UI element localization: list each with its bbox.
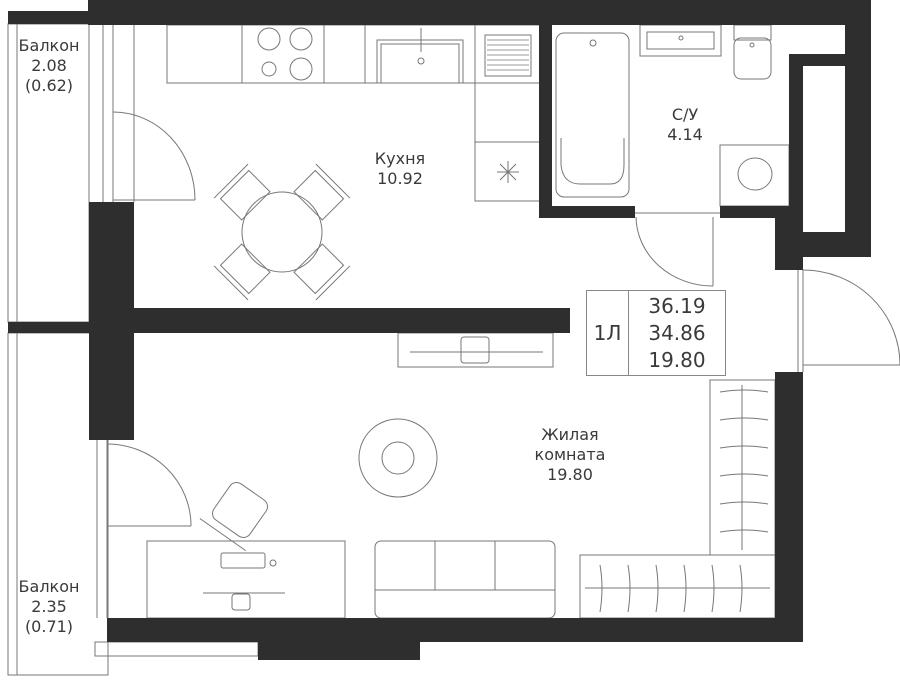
living-room-label: Жилая комната 19.80 <box>520 425 620 485</box>
apartment-type: 1Л <box>587 291 629 375</box>
room-area-reduced: (0.62) <box>24 76 74 95</box>
gas-riser-icon <box>497 161 519 183</box>
apartment-summary-table: 1Л 36.19 34.86 19.80 <box>586 290 726 376</box>
bathroom-door-swing <box>635 216 714 287</box>
kitchen-door-swing <box>112 111 196 201</box>
living-area: 19.80 <box>648 347 706 372</box>
washing-machine <box>719 144 790 207</box>
balcony-bottom-label: Балкон 2.35 (0.71) <box>12 577 86 637</box>
room-name: Жилая <box>541 425 599 444</box>
kitchen-label: Кухня 10.92 <box>355 149 445 189</box>
entrance-door-swing <box>802 269 900 366</box>
balcony-top-label: Балкон 2.08 (0.62) <box>12 36 86 96</box>
dining-table <box>241 191 323 273</box>
burner-icon <box>257 27 281 51</box>
room-name: комната <box>534 445 606 464</box>
walls <box>8 0 871 660</box>
total-area: 36.19 <box>648 293 706 318</box>
toilet <box>733 37 772 80</box>
furniture-lines <box>7 23 900 676</box>
room-area: 2.08 <box>31 56 67 75</box>
round-rug <box>358 418 438 498</box>
sink-icon <box>376 39 464 84</box>
room-area: 4.14 <box>667 125 703 144</box>
bathroom-label: С/У 4.14 <box>645 105 725 145</box>
room-area-reduced: (0.71) <box>24 617 74 636</box>
wardrobe-horizontal <box>579 554 776 619</box>
room-area: 10.92 <box>377 169 423 188</box>
dishwasher-icon <box>484 34 532 77</box>
tv-stand <box>397 332 554 368</box>
keyboard-icon <box>220 552 266 569</box>
bathroom-sink <box>639 24 722 57</box>
room-area: 2.35 <box>31 597 67 616</box>
room-name: С/У <box>671 105 699 124</box>
office-chair <box>199 482 268 552</box>
room-name: Балкон <box>18 36 80 55</box>
area-without-balconies: 34.86 <box>648 320 706 345</box>
room-name: Балкон <box>18 577 80 596</box>
living-door-swing <box>106 443 192 527</box>
kitchen-counter <box>166 24 541 84</box>
room-name: Кухня <box>374 149 426 168</box>
chair <box>213 163 271 221</box>
bathtub <box>555 32 630 198</box>
room-area: 19.80 <box>547 465 593 484</box>
monitor-icon <box>231 593 251 611</box>
sofa <box>374 540 556 619</box>
